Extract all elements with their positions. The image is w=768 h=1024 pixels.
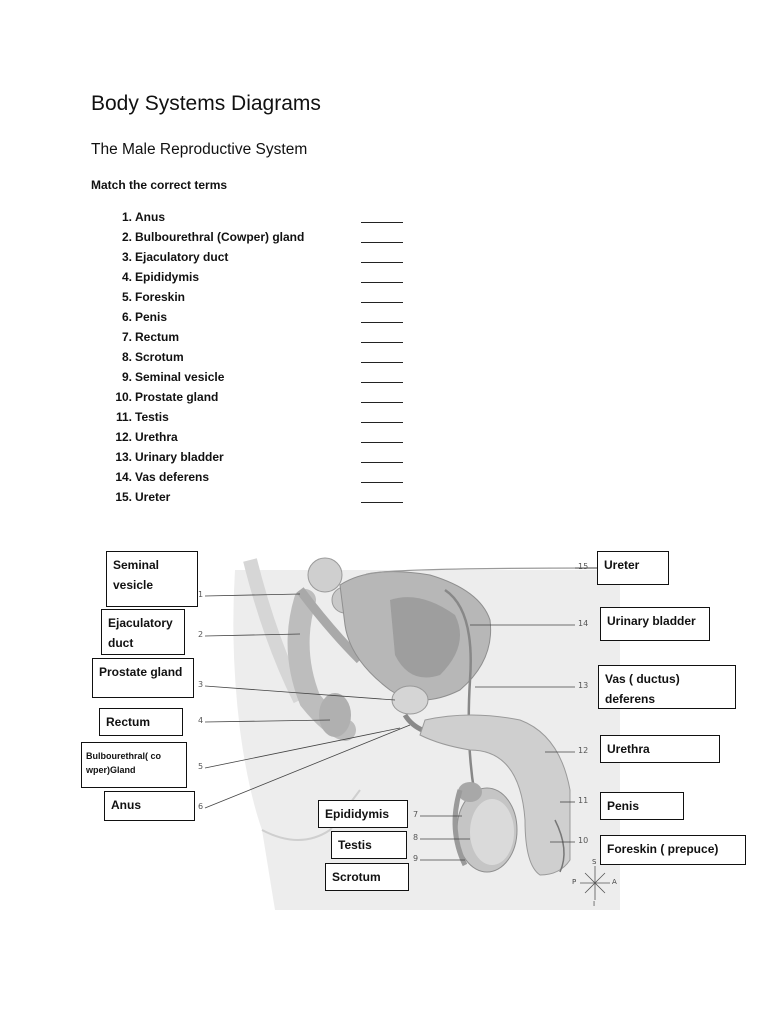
- label-prostate-gland: Prostate gland: [92, 658, 194, 698]
- section-subtitle: The Male Reproductive System: [91, 141, 307, 159]
- term-number: 2.: [108, 230, 132, 244]
- label-bulbourethral-gland: Bulbourethral( co wper)Gland: [81, 742, 187, 788]
- answer-blank[interactable]: [361, 282, 403, 283]
- number-label: 4: [198, 716, 203, 725]
- term-number: 13.: [108, 450, 132, 464]
- label-seminal-vesicle: Seminal vesicle: [106, 551, 198, 607]
- answer-blank[interactable]: [361, 262, 403, 263]
- term-number: 5.: [108, 290, 132, 304]
- term-name: Ureter: [135, 490, 170, 504]
- term-name: Urinary bladder: [135, 450, 224, 464]
- term-number: 14.: [108, 470, 132, 484]
- compass-a: A: [612, 878, 617, 886]
- term-number: 15.: [108, 490, 132, 504]
- answer-blank[interactable]: [361, 322, 403, 323]
- answer-blank[interactable]: [361, 242, 403, 243]
- compass-i: I: [593, 900, 595, 908]
- term-number: 6.: [108, 310, 132, 324]
- term-name: Anus: [135, 210, 165, 224]
- term-name: Penis: [135, 310, 167, 324]
- answer-blank[interactable]: [361, 482, 403, 483]
- label-testis: Testis: [331, 831, 407, 859]
- term-number: 8.: [108, 350, 132, 364]
- term-number: 9.: [108, 370, 132, 384]
- label-rectum: Rectum: [99, 708, 183, 736]
- answer-blank[interactable]: [361, 462, 403, 463]
- term-name: Prostate gland: [135, 390, 218, 404]
- term-name: Testis: [135, 410, 169, 424]
- reproductive-diagram: 1 2 3 4 5 6 7 8 9 10 11 12 13 14 15 S P …: [0, 530, 768, 920]
- term-number: 10.: [108, 390, 132, 404]
- label-vas-deferens: Vas ( ductus) deferens: [598, 665, 736, 709]
- number-label: 15: [578, 562, 588, 571]
- term-number: 3.: [108, 250, 132, 264]
- term-name: Scrotum: [135, 350, 184, 364]
- number-label: 8: [413, 833, 418, 842]
- answer-blank[interactable]: [361, 302, 403, 303]
- number-label: 10: [578, 836, 588, 845]
- label-anus: Anus: [104, 791, 195, 821]
- term-number: 4.: [108, 270, 132, 284]
- label-urethra: Urethra: [600, 735, 720, 763]
- term-number: 12.: [108, 430, 132, 444]
- term-number: 11.: [108, 410, 132, 424]
- answer-blank[interactable]: [361, 342, 403, 343]
- term-name: Urethra: [135, 430, 178, 444]
- page-title: Body Systems Diagrams: [91, 92, 321, 116]
- answer-blank[interactable]: [361, 422, 403, 423]
- number-label: 3: [198, 680, 203, 689]
- number-label: 9: [413, 854, 418, 863]
- label-scrotum: Scrotum: [325, 863, 409, 891]
- label-foreskin: Foreskin ( prepuce): [600, 835, 746, 865]
- answer-blank[interactable]: [361, 222, 403, 223]
- term-name: Ejaculatory duct: [135, 250, 228, 264]
- term-name: Foreskin: [135, 290, 185, 304]
- number-label: 6: [198, 802, 203, 811]
- number-label: 13: [578, 681, 588, 690]
- term-name: Vas deferens: [135, 470, 209, 484]
- number-label: 1: [198, 590, 203, 599]
- number-label: 5: [198, 762, 203, 771]
- answer-blank[interactable]: [361, 382, 403, 383]
- term-number: 7.: [108, 330, 132, 344]
- term-name: Epididymis: [135, 270, 199, 284]
- answer-blank[interactable]: [361, 402, 403, 403]
- term-name: Rectum: [135, 330, 179, 344]
- number-label: 12: [578, 746, 588, 755]
- answer-blank[interactable]: [361, 362, 403, 363]
- term-name: Bulbourethral (Cowper) gland: [135, 230, 304, 244]
- label-urinary-bladder: Urinary bladder: [600, 607, 710, 641]
- number-label: 11: [578, 796, 588, 805]
- label-penis: Penis: [600, 792, 684, 820]
- label-ejaculatory-duct: Ejaculatory duct: [101, 609, 185, 655]
- compass-p: P: [572, 878, 576, 886]
- term-name: Seminal vesicle: [135, 370, 224, 384]
- answer-blank[interactable]: [361, 442, 403, 443]
- instruction-text: Match the correct terms: [91, 178, 227, 192]
- number-label: 7: [413, 810, 418, 819]
- label-epididymis: Epididymis: [318, 800, 408, 828]
- number-label: 14: [578, 619, 588, 628]
- label-ureter: Ureter: [597, 551, 669, 585]
- answer-blank[interactable]: [361, 502, 403, 503]
- compass-s: S: [592, 858, 596, 866]
- number-label: 2: [198, 630, 203, 639]
- term-number: 1.: [108, 210, 132, 224]
